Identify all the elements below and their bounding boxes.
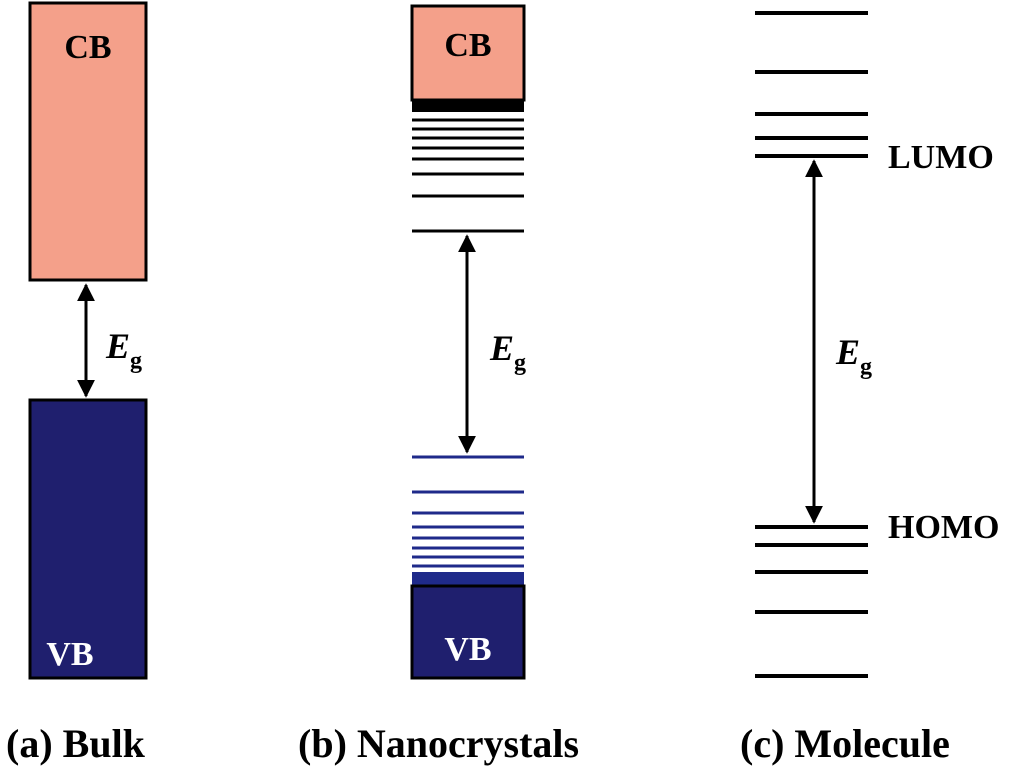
bulk-cb-label: CB — [64, 29, 111, 66]
panel-molecule: LUMO HOMO Eg (c) Molecule — [740, 11, 999, 766]
panel-nanocrystals: CB VB Eg (b) Na — [298, 4, 579, 766]
molecule-gap-symbol: E — [835, 332, 860, 372]
molecule-gap-subscript: g — [860, 354, 872, 380]
nano-cb-edge-band — [412, 100, 524, 112]
caption-bulk: (a) Bulk — [6, 721, 146, 766]
bulk-valence-band — [28, 398, 148, 680]
bulk-vb-label: VB — [46, 636, 93, 673]
molecule-unoccupied-levels — [755, 11, 868, 158]
nano-gap-subscript: g — [514, 350, 526, 376]
nano-gap-label: Eg — [489, 328, 526, 376]
nano-conduction-levels — [412, 118, 524, 233]
nano-cb-label: CB — [444, 27, 491, 64]
nano-gap-symbol: E — [489, 328, 514, 368]
nano-valence-levels — [412, 455, 524, 568]
molecule-gap-label: Eg — [835, 332, 872, 380]
bulk-gap-symbol: E — [105, 326, 130, 366]
nano-vb-edge-band — [412, 572, 524, 586]
bulk-gap-subscript: g — [130, 348, 142, 374]
nano-vb-label: VB — [444, 631, 491, 668]
caption-molecule: (c) Molecule — [740, 721, 950, 766]
caption-nanocrystals: (b) Nanocrystals — [298, 721, 579, 766]
bulk-gap-label: Eg — [105, 326, 142, 374]
lumo-label: LUMO — [888, 139, 994, 176]
molecule-occupied-levels — [755, 525, 868, 678]
nano-valence-band — [410, 584, 526, 680]
panel-bulk: CB VB Eg (a) Bulk — [6, 1, 148, 766]
homo-label: HOMO — [888, 509, 999, 546]
bulk-conduction-band — [28, 1, 148, 282]
